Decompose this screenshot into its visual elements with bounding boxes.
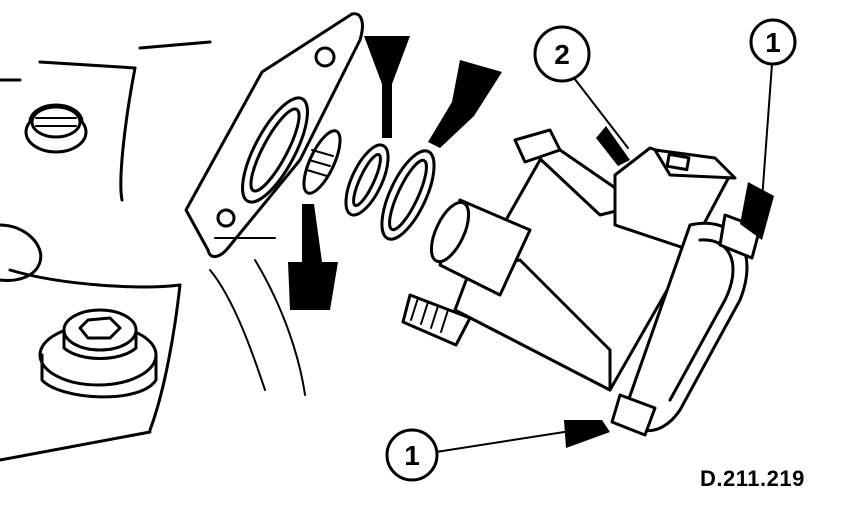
arrow-to-lower-lug (564, 420, 610, 448)
bolt-head-upper (24, 103, 88, 154)
callout-1-upper-label: 1 (765, 27, 781, 58)
o-ring-seal-2 (380, 149, 436, 241)
callout-2: 2 (533, 25, 591, 83)
valve-actuator-unit (401, 128, 762, 437)
callout-2-label: 2 (554, 39, 570, 70)
o-ring-seal-1 (344, 143, 390, 217)
callout-1-upper: 1 (749, 18, 797, 66)
arrow-down-1 (364, 36, 410, 138)
arrow-down-2 (428, 60, 502, 148)
reference-code: D.211.219 (700, 466, 805, 491)
callout-1-lower-label: 1 (404, 440, 420, 471)
leader-lines (435, 63, 773, 453)
gasket-plate (184, 12, 364, 258)
socket-bolt-lower (38, 308, 158, 399)
callout-1-lower: 1 (385, 428, 439, 482)
arrow-up (288, 204, 338, 310)
filter-screen (302, 129, 342, 195)
arrow-to-upper-lug (740, 182, 774, 240)
boss-left-edge (0, 223, 43, 282)
arrow-to-connector (596, 126, 630, 166)
